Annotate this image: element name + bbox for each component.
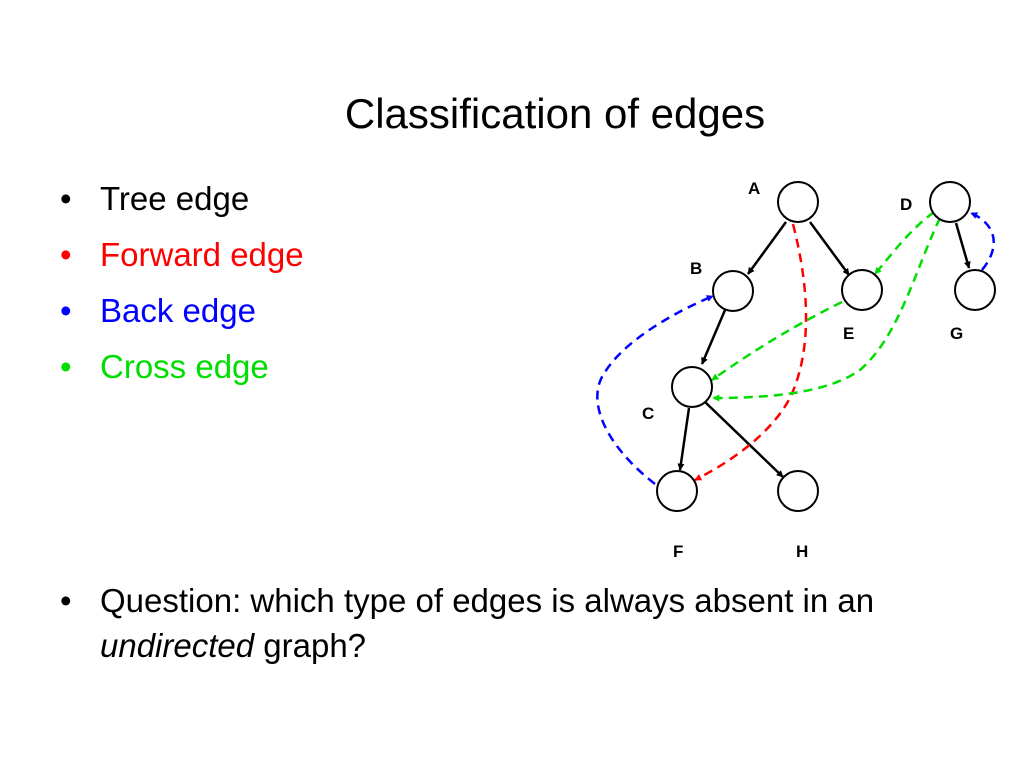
node-label-a: A (748, 179, 760, 198)
node-a (777, 181, 819, 223)
node-label-b: B (690, 259, 702, 278)
node-label-f: F (673, 542, 683, 561)
edge-a-e (808, 221, 851, 276)
edge-c-h (704, 401, 784, 478)
legend-label: Tree edge (100, 180, 250, 217)
edge-d-c-cross (712, 217, 942, 402)
node-b (712, 270, 754, 312)
edge-g-d-back (970, 211, 995, 271)
edge-a-f-forward (694, 223, 808, 482)
node-label-d: D (900, 195, 912, 214)
bullet-icon: • (60, 582, 72, 619)
question-prefix: Question: which type of edges is always … (100, 582, 875, 619)
legend-label: Back edge (100, 292, 256, 329)
edge-legend-list: • Tree edge • Forward edge • Back edge •… (56, 180, 304, 404)
bullet-icon: • (60, 292, 72, 329)
legend-label: Forward edge (100, 236, 304, 273)
node-f (656, 470, 698, 512)
legend-item-cross-edge: • Cross edge (56, 348, 304, 386)
question-suffix: graph? (254, 627, 367, 664)
node-label-e: E (843, 324, 854, 343)
bullet-icon: • (60, 348, 72, 385)
node-h (777, 470, 819, 512)
legend-item-forward-edge: • Forward edge (56, 236, 304, 274)
edge-e-c-cross (711, 300, 843, 382)
edge-f-b-back (596, 294, 714, 485)
question-emphasis: undirected (100, 627, 255, 664)
node-c (671, 366, 713, 408)
node-g (954, 269, 996, 311)
legend-item-back-edge: • Back edge (56, 292, 304, 330)
question-bullet: • Question: which type of edges is alway… (56, 578, 996, 668)
edge-c-f (677, 407, 691, 471)
node-e (841, 269, 883, 311)
slide-title: Classification of edges (344, 90, 766, 137)
legend-label: Cross edge (100, 348, 269, 385)
question-text: Question: which type of edges is always … (100, 578, 996, 668)
bullet-icon: • (60, 180, 72, 217)
node-label-c: C (642, 404, 654, 423)
bullet-icon: • (60, 236, 72, 273)
edge-d-e-cross (874, 211, 935, 275)
edge-b-c (700, 309, 727, 365)
edge-d-g (954, 222, 971, 269)
node-label-g: G (950, 324, 963, 343)
node-d (929, 181, 971, 223)
edge-a-b (746, 221, 788, 275)
node-label-h: H (796, 542, 808, 561)
legend-item-tree-edge: • Tree edge (56, 180, 304, 218)
